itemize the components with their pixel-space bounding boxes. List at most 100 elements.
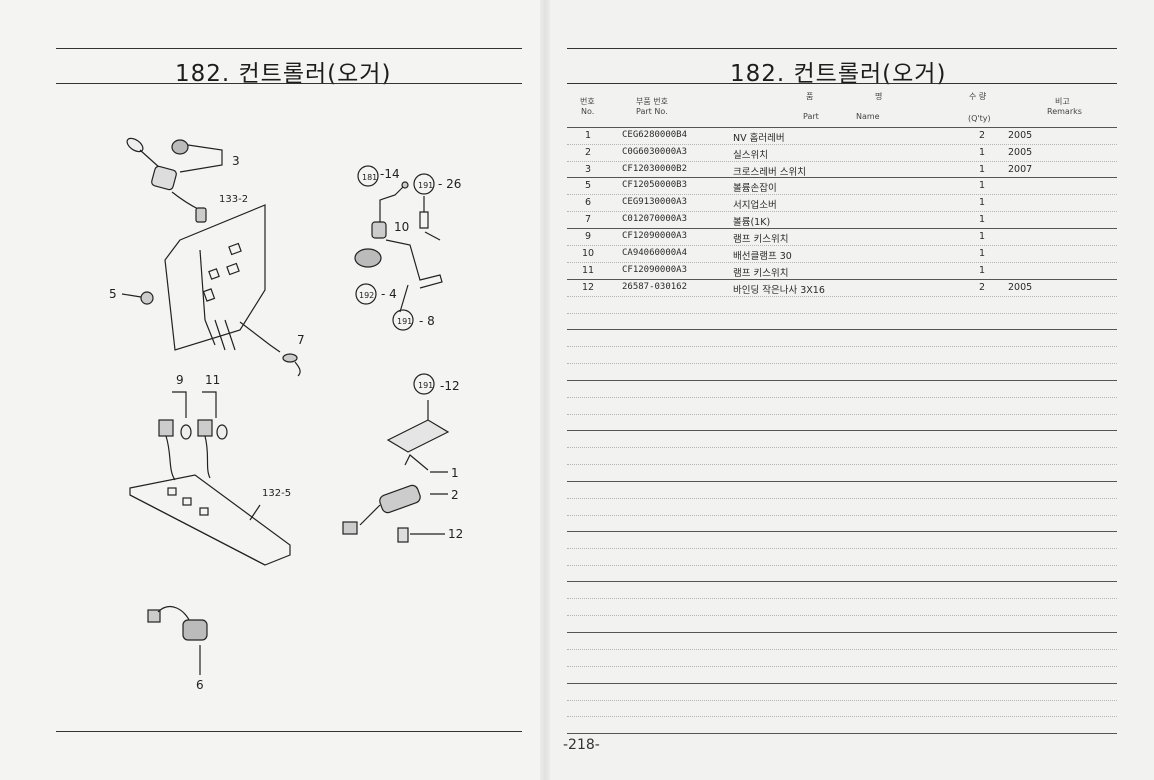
row-divider bbox=[567, 296, 1117, 297]
row-divider bbox=[567, 598, 1117, 599]
label-8: - 8 bbox=[419, 314, 435, 328]
right-title-rule bbox=[567, 83, 1117, 84]
right-top-rule bbox=[567, 48, 1117, 49]
group-rule bbox=[567, 531, 1117, 532]
row-divider bbox=[567, 464, 1117, 465]
table-bottom-rule bbox=[567, 733, 1117, 734]
switch-assembly-drawing bbox=[354, 181, 443, 313]
header-name-en1: Part bbox=[803, 112, 819, 121]
label-4: - 4 bbox=[381, 287, 397, 301]
row-divider bbox=[567, 245, 1117, 246]
label-5: 5 bbox=[109, 287, 117, 301]
label-12: -12 bbox=[440, 379, 460, 393]
label-11: 11 bbox=[205, 373, 220, 387]
right-page bbox=[545, 0, 1154, 780]
left-bottom-rule bbox=[56, 731, 522, 732]
group-rule bbox=[567, 430, 1117, 431]
ref-circle-191-b bbox=[392, 309, 414, 331]
row-divider bbox=[567, 515, 1117, 516]
group-rule bbox=[567, 481, 1117, 482]
ref-circle-192 bbox=[355, 283, 377, 305]
row-divider bbox=[567, 211, 1117, 212]
exploded-parts-diagram: 3 133-2 5 7 181 -14 191 - 26 10 192 - 4 … bbox=[109, 137, 463, 692]
label-14: -14 bbox=[380, 167, 400, 181]
group-rule bbox=[567, 279, 1117, 280]
row-divider bbox=[567, 414, 1117, 415]
row-divider bbox=[567, 649, 1117, 650]
row-divider bbox=[567, 716, 1117, 717]
left-top-rule bbox=[56, 48, 522, 49]
header-part-en: Part No. bbox=[636, 107, 668, 116]
left-page bbox=[0, 0, 545, 780]
label-10: 10 bbox=[394, 220, 409, 234]
label-6: 6 bbox=[196, 678, 204, 692]
left-title-rule bbox=[56, 83, 522, 84]
label-191-b: 191 bbox=[397, 317, 412, 326]
header-qty-en: (Q'ty) bbox=[968, 114, 991, 123]
lever-switch-assembly-drawing bbox=[342, 400, 450, 543]
group-rule bbox=[567, 683, 1117, 684]
row-divider bbox=[567, 161, 1117, 162]
label-192: 192 bbox=[359, 291, 374, 300]
group-rule bbox=[567, 329, 1117, 330]
label-2: 2 bbox=[451, 488, 459, 502]
left-page-title: 182. 컨트롤러(오거) bbox=[175, 61, 392, 87]
row-divider bbox=[567, 447, 1117, 448]
row-divider bbox=[567, 565, 1117, 566]
group-rule bbox=[567, 380, 1117, 381]
header-name-en2: Name bbox=[856, 112, 880, 121]
row-divider bbox=[567, 194, 1117, 195]
group-rule bbox=[567, 581, 1117, 582]
cross-lever-switch-drawing bbox=[126, 137, 223, 223]
label-132-5: 132-5 bbox=[262, 488, 291, 499]
label-26: - 26 bbox=[438, 177, 461, 191]
label-3: 3 bbox=[232, 154, 240, 168]
group-rule bbox=[567, 228, 1117, 229]
row-divider bbox=[567, 700, 1117, 701]
page-binding bbox=[540, 0, 550, 780]
row-divider bbox=[567, 262, 1117, 263]
label-1: 1 bbox=[451, 466, 459, 480]
ref-circle-191-c bbox=[413, 373, 435, 395]
volume-knob-5-drawing bbox=[121, 291, 154, 305]
header-name-ko1: 품 bbox=[806, 92, 814, 101]
bracket-133-2-drawing bbox=[164, 204, 301, 377]
label-191-a: 191 bbox=[418, 181, 433, 190]
header-name-ko2: 명 bbox=[875, 92, 883, 101]
header-remarks-ko: 비고 bbox=[1055, 97, 1070, 106]
label-191-c: 191 bbox=[418, 381, 433, 390]
panel-132-5-drawing bbox=[129, 474, 291, 566]
label-133-2: 133-2 bbox=[219, 194, 248, 205]
ref-circle-191-a bbox=[413, 173, 435, 195]
label-181: 181 bbox=[362, 173, 377, 182]
lamp-switches-drawing bbox=[158, 391, 228, 481]
header-part-ko: 부품 번호 bbox=[636, 97, 668, 106]
table-header-rule bbox=[567, 127, 1117, 128]
row-divider bbox=[567, 363, 1117, 364]
header-qty-ko: 수 량 bbox=[969, 92, 987, 101]
row-divider bbox=[567, 397, 1117, 398]
row-divider bbox=[567, 498, 1117, 499]
label-7: 7 bbox=[297, 333, 305, 347]
label-12-b: 12 bbox=[448, 527, 463, 541]
header-remarks-en: Remarks bbox=[1047, 107, 1082, 116]
header-no-en: No. bbox=[581, 107, 595, 116]
row-divider bbox=[567, 615, 1117, 616]
row-divider bbox=[567, 346, 1117, 347]
ref-circle-181 bbox=[357, 165, 379, 187]
group-rule bbox=[567, 632, 1117, 633]
page-number: -218- bbox=[563, 737, 600, 753]
row-divider bbox=[567, 144, 1117, 145]
label-9: 9 bbox=[176, 373, 184, 387]
header-no-ko: 번호 bbox=[580, 97, 595, 106]
